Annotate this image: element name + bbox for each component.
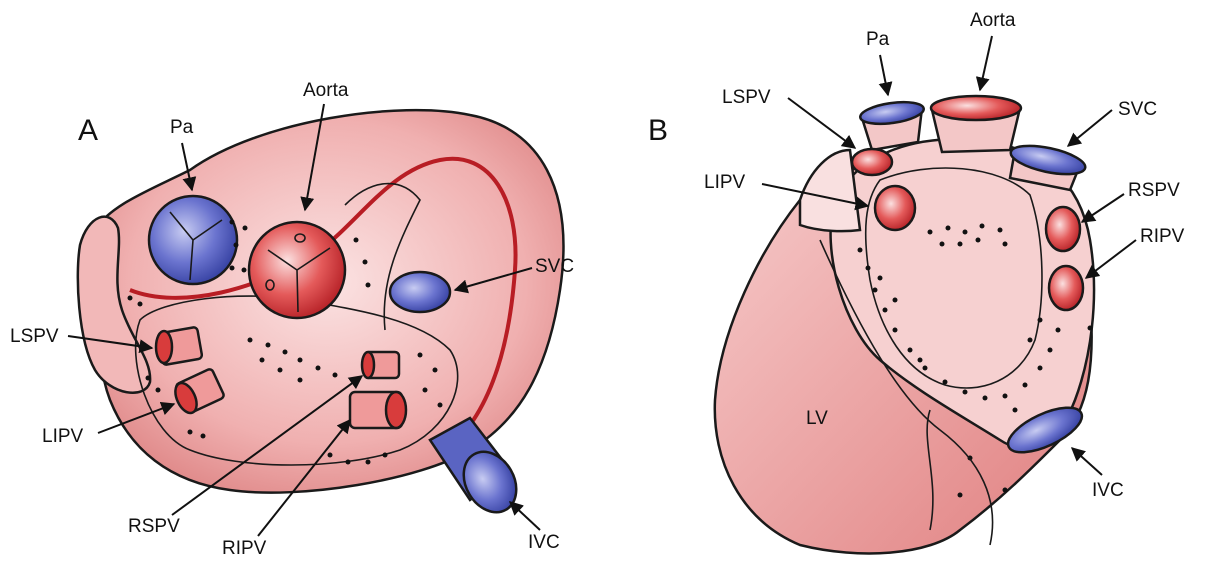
panel-a-label-lipv: LIPV <box>42 426 84 447</box>
panel-b-label-pa: Pa <box>866 29 890 50</box>
panel-a-label-pa: Pa <box>170 117 194 138</box>
panel-b-lspv-vessel <box>852 149 892 175</box>
panel-a-svc-vessel <box>390 272 450 312</box>
panel-a-label-lspv: LSPV <box>10 326 59 347</box>
panel-b-arrow-lspv <box>788 98 855 148</box>
panel-b-letter: B <box>648 114 668 147</box>
panel-b-arrow-aorta <box>980 36 992 90</box>
panel-a-label-rspv: RSPV <box>128 516 180 537</box>
panel-a-ivc-vessel <box>430 418 527 522</box>
panel-a-pa-vessel <box>149 196 237 284</box>
panel-b-label-ivc: IVC <box>1092 480 1124 501</box>
panel-b-aorta-vessel <box>931 96 1021 152</box>
panel-b-label-rspv: RSPV <box>1128 180 1180 201</box>
panel-b-pa-vessel <box>859 99 925 150</box>
panel-b-arrow-rspv <box>1082 194 1124 222</box>
panel-b-label-svc: SVC <box>1118 99 1157 120</box>
panel-a-label-svc: SVC <box>535 256 574 277</box>
panel-a-letter: A <box>78 114 98 147</box>
panel-a: A Pa Aorta SVC LSPV LIPV RSPV RIPV IVC <box>10 80 574 559</box>
panel-b-label-ripv: RIPV <box>1140 226 1185 247</box>
panel-b-arrow-ivc <box>1072 448 1102 475</box>
panel-b-ripv-vessel <box>1049 266 1083 310</box>
panel-b-label-lspv: LSPV <box>722 87 771 108</box>
panel-b-label-lv: LV <box>806 408 828 429</box>
panel-a-arrow-ivc <box>510 502 540 530</box>
panel-a-rspv-vessel <box>362 352 399 378</box>
panel-b-label-aorta: Aorta <box>970 10 1016 31</box>
panel-b-arrow-pa <box>880 55 888 95</box>
panel-a-label-ivc: IVC <box>528 532 560 553</box>
panel-a-label-ripv: RIPV <box>222 538 267 559</box>
panel-b-lipv-vessel <box>875 186 915 230</box>
panel-b-rspv-vessel <box>1046 207 1080 251</box>
panel-b-arrow-svc <box>1068 110 1112 146</box>
panel-a-ripv-vessel <box>350 392 406 428</box>
panel-a-aorta-vessel <box>249 222 345 318</box>
panel-b: B Pa Aorta LSPV SVC LIPV RSPV RIPV LV IV… <box>648 10 1185 553</box>
panel-a-lspv-vessel <box>156 327 202 365</box>
panel-b-label-lipv: LIPV <box>704 172 746 193</box>
panel-a-label-aorta: Aorta <box>303 80 349 101</box>
